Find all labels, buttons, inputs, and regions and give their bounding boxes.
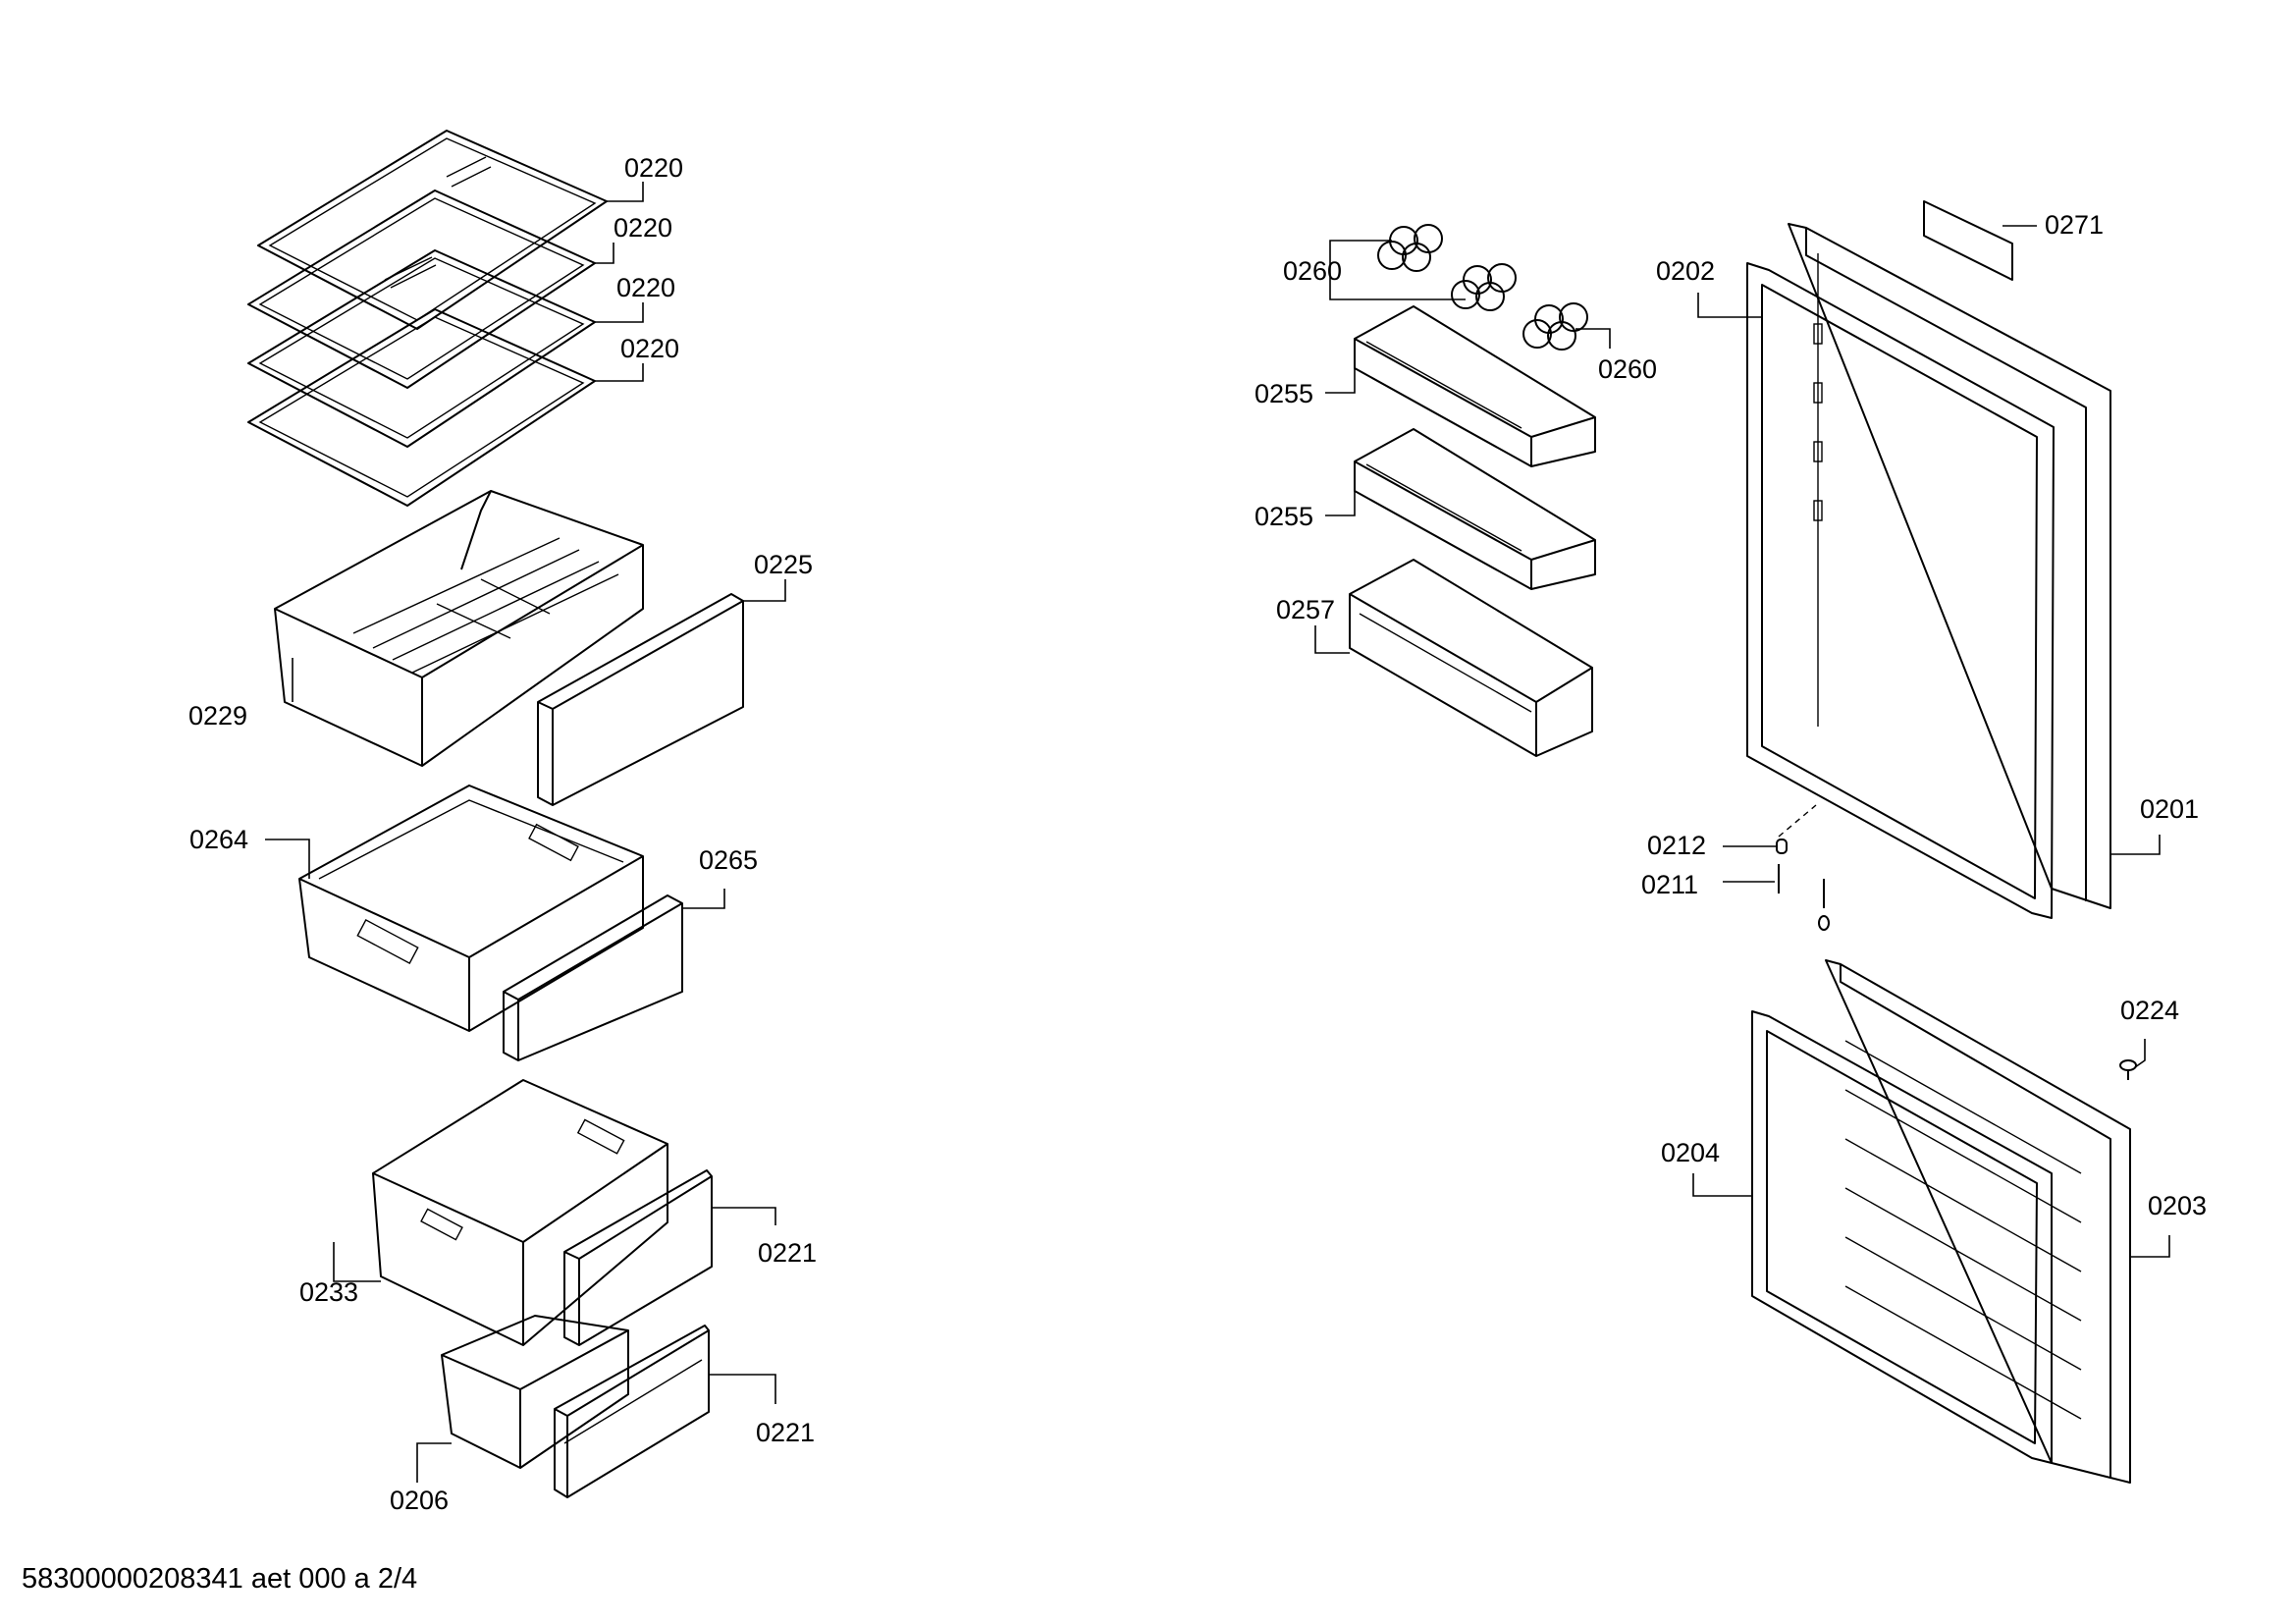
leader-lines bbox=[265, 182, 2170, 1483]
glass-shelf bbox=[257, 130, 608, 330]
label-door: 0201 bbox=[2140, 794, 2199, 824]
drawer-front bbox=[537, 593, 744, 806]
label-shelf: 0220 bbox=[614, 213, 672, 243]
egg-tray bbox=[1377, 224, 1443, 272]
door-shelf bbox=[1349, 559, 1593, 757]
label-drawer: 0233 bbox=[299, 1277, 358, 1307]
drawer-front bbox=[563, 1169, 713, 1346]
label-drawer: 0206 bbox=[390, 1486, 449, 1515]
label-shelf: 0220 bbox=[620, 334, 679, 363]
label-shelf: 0220 bbox=[616, 273, 675, 302]
crisper-drawer bbox=[274, 490, 644, 767]
label-drawer-front: 0221 bbox=[756, 1418, 815, 1447]
freezer-door bbox=[1825, 959, 2131, 1484]
egg-tray bbox=[1451, 263, 1517, 311]
label-pin: 0211 bbox=[1641, 870, 1698, 899]
freezer-drawer bbox=[372, 1079, 668, 1346]
label-bushing: 0212 bbox=[1647, 831, 1706, 860]
part-labels: 0220 0220 0220 0220 0225 0229 0264 0265 … bbox=[188, 153, 2207, 1515]
label-door-shelf: 0257 bbox=[1276, 595, 1335, 624]
label-gasket: 0204 bbox=[1661, 1138, 1720, 1167]
refrigerator-door bbox=[1788, 223, 2111, 909]
label-egg-tray: 0260 bbox=[1598, 354, 1657, 384]
door-shelf bbox=[1354, 428, 1596, 590]
label-drawer: 0229 bbox=[188, 701, 247, 731]
drawer-front bbox=[554, 1325, 710, 1498]
label-cap: 0224 bbox=[2120, 996, 2179, 1025]
freezer-drawer bbox=[441, 1315, 629, 1469]
label-label-plate: 0271 bbox=[2045, 210, 2104, 240]
drawer-front bbox=[503, 894, 683, 1061]
hinge-bushing bbox=[1776, 839, 1788, 854]
label-door-shelf: 0255 bbox=[1255, 502, 1313, 531]
label-egg-tray: 0260 bbox=[1283, 256, 1342, 286]
door-gasket bbox=[1746, 262, 2055, 919]
label-drawer-front: 0225 bbox=[754, 550, 813, 579]
document-id: 58300000208341 aet 000 a 2/4 bbox=[22, 1563, 418, 1595]
freezer-drawer bbox=[298, 785, 644, 1032]
label-drawer-front: 0221 bbox=[758, 1238, 817, 1268]
label-plate bbox=[1923, 200, 2013, 281]
label-drawer: 0264 bbox=[189, 825, 248, 854]
label-gasket: 0202 bbox=[1656, 256, 1715, 286]
label-door-shelf: 0255 bbox=[1255, 379, 1313, 408]
egg-tray bbox=[1522, 302, 1588, 351]
label-door: 0203 bbox=[2148, 1191, 2207, 1220]
hinge-cap bbox=[2119, 1059, 2137, 1080]
label-drawer-front: 0265 bbox=[699, 845, 758, 875]
label-shelf: 0220 bbox=[624, 153, 683, 183]
hinge-pin bbox=[1778, 864, 1830, 931]
